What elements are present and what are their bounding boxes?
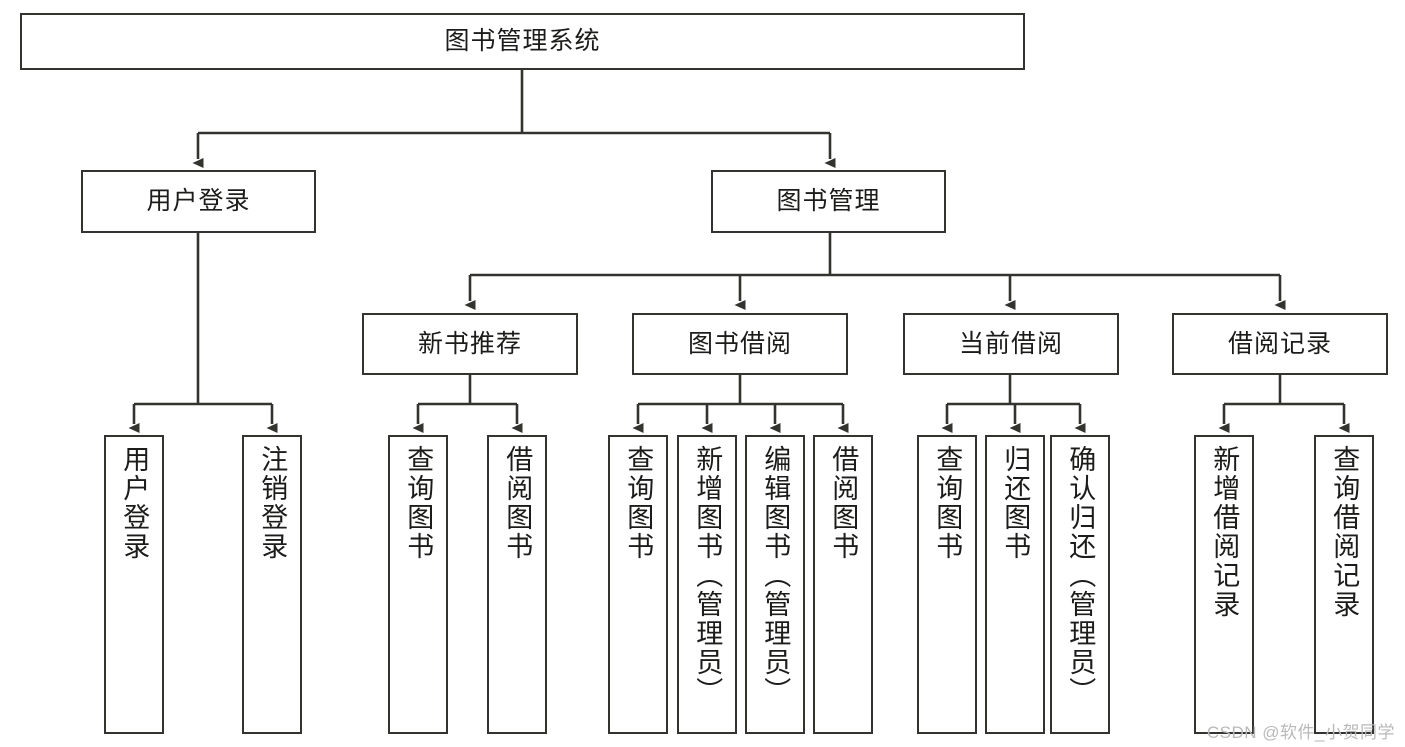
node-label: 查询借阅记录 (1329, 445, 1360, 619)
node-label: 新增图书（管理员） (692, 445, 723, 706)
node-leaf-query-book-current[interactable]: 查询图书 (917, 435, 977, 734)
node-label: 查询图书 (623, 445, 654, 561)
node-label: 查询图书 (403, 445, 434, 561)
watermark: CSDN @软件_小贺同学 (1206, 723, 1395, 742)
node-leaf-user-login[interactable]: 用户登录 (104, 435, 164, 734)
node-label: 确认归还（管理员） (1065, 445, 1096, 706)
node-leaf-return-book[interactable]: 归还图书 (985, 435, 1045, 734)
node-label: 编辑图书（管理员） (760, 445, 791, 706)
node-leaf-edit-book-admin[interactable]: 编辑图书（管理员） (745, 435, 805, 734)
node-leaf-query-book-borrow[interactable]: 查询图书 (608, 435, 668, 734)
node-label: 当前借阅 (958, 329, 1063, 358)
node-leaf-query-borrow-record[interactable]: 查询借阅记录 (1314, 435, 1374, 734)
node-book-management[interactable]: 图书管理 (711, 170, 946, 233)
node-label: 用户登录 (146, 187, 251, 215)
node-current-borrow[interactable]: 当前借阅 (903, 313, 1119, 375)
node-label: 借阅记录 (1227, 329, 1332, 358)
node-leaf-confirm-return-admin[interactable]: 确认归还（管理员） (1050, 435, 1110, 734)
node-label: 新增借阅记录 (1209, 445, 1240, 619)
node-label: 用户登录 (119, 445, 150, 561)
node-label: 归还图书 (1000, 445, 1031, 561)
node-user-login[interactable]: 用户登录 (81, 170, 316, 233)
node-leaf-borrow-book-recommend[interactable]: 借阅图书 (487, 435, 547, 734)
node-label: 新书推荐 (417, 329, 522, 358)
node-book-borrow[interactable]: 图书借阅 (632, 313, 848, 375)
node-label: 借阅图书 (502, 445, 533, 561)
node-leaf-add-borrow-record[interactable]: 新增借阅记录 (1194, 435, 1254, 734)
node-leaf-query-book-recommend[interactable]: 查询图书 (388, 435, 448, 734)
node-label: 借阅图书 (828, 445, 859, 561)
node-root-book-management-system[interactable]: 图书管理系统 (20, 13, 1025, 70)
node-new-book-recommend[interactable]: 新书推荐 (362, 313, 578, 375)
node-label: 图书借阅 (687, 329, 792, 358)
node-label: 注销登录 (257, 445, 288, 561)
node-leaf-logout[interactable]: 注销登录 (242, 435, 302, 734)
node-label: 查询图书 (932, 445, 963, 561)
node-label: 图书管理系统 (444, 27, 601, 55)
node-leaf-borrow-book[interactable]: 借阅图书 (813, 435, 873, 734)
node-label: 图书管理 (776, 187, 881, 215)
node-leaf-add-book-admin[interactable]: 新增图书（管理员） (677, 435, 737, 734)
node-borrow-record[interactable]: 借阅记录 (1172, 313, 1388, 375)
